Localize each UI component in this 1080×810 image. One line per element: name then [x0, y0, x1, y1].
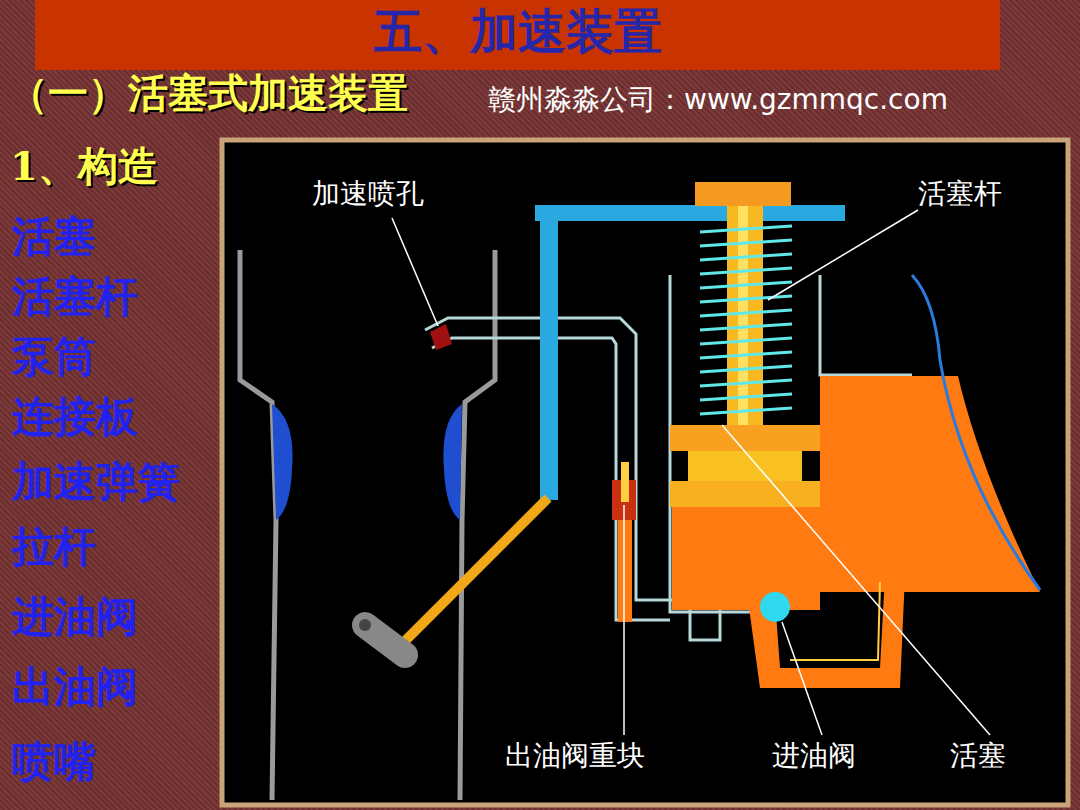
- venturi-throat: [272, 404, 293, 520]
- piston-rod: [738, 206, 748, 428]
- callout-label: 进油阀: [772, 740, 856, 772]
- callout-label: 加速喷孔: [312, 178, 424, 210]
- pump-barrel: [820, 275, 912, 375]
- part-name: 喷嘴: [12, 738, 96, 786]
- piston-rod: [727, 206, 763, 428]
- connecting-plate: [535, 205, 845, 221]
- inlet-ball: [760, 592, 790, 622]
- float-chamber-fuel: [820, 376, 1040, 592]
- pull-rod: [540, 205, 558, 500]
- rod-cap: [695, 182, 791, 206]
- venturi-wall: [460, 250, 495, 800]
- subtitle: （一）活塞式加速装置: [8, 70, 408, 116]
- outlet-weight: [621, 462, 629, 502]
- inlet-passage: [748, 575, 905, 688]
- part-name: 出油阀: [12, 663, 138, 711]
- piston: [688, 451, 802, 481]
- pull-rod: [402, 498, 548, 644]
- part-name: 泵筒: [12, 333, 96, 381]
- picture-panel: [222, 140, 1068, 805]
- slide-title: 五、加速装置: [374, 4, 662, 59]
- nozzle-tip: [430, 324, 452, 350]
- part-name: 连接板: [12, 393, 138, 441]
- part-name: 加速弹簧: [12, 458, 180, 506]
- part-name: 进油阀: [12, 593, 138, 641]
- leader-line: [392, 210, 990, 735]
- venturi-wall: [240, 250, 276, 800]
- accelerator-spring: [700, 226, 792, 414]
- float-chamber-wall: [912, 275, 1040, 590]
- watermark: 赣州淼淼公司：www.gzmmqc.com: [488, 84, 948, 116]
- callout-label: 活塞: [950, 740, 1006, 772]
- callout-label: 活塞杆: [918, 178, 1002, 210]
- callout-label: 出油阀重块: [505, 740, 645, 772]
- part-name: 拉杆: [12, 523, 96, 571]
- venturi-throat: [443, 404, 462, 520]
- fuel-passage: [618, 512, 632, 622]
- fuel: [672, 505, 820, 610]
- section-heading: 1、构造: [10, 143, 158, 189]
- part-name: 活塞杆: [12, 273, 138, 321]
- throttle-lever: [365, 625, 405, 655]
- piston: [670, 425, 820, 451]
- lever-pivot: [359, 619, 371, 631]
- fuel-flow: [790, 582, 880, 660]
- part-name: 活塞: [12, 213, 96, 261]
- piston: [670, 481, 820, 507]
